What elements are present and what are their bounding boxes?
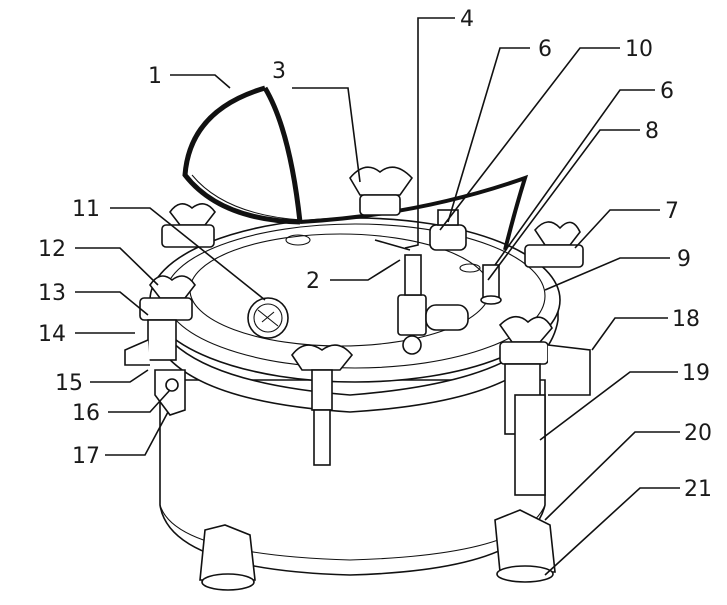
leader-16 xyxy=(108,389,171,413)
callout-1: 1 xyxy=(148,64,162,89)
callout-14: 14 xyxy=(38,322,66,347)
hinge-bracket-left xyxy=(154,369,186,416)
leader-2 xyxy=(330,259,401,281)
leader-12 xyxy=(75,247,159,286)
leg-rear-right xyxy=(514,394,546,496)
leader-21 xyxy=(544,487,680,576)
callout-2: 2 xyxy=(306,269,320,294)
callout-7: 7 xyxy=(665,199,679,224)
callout-labels: 1 2 3 4 6 10 6 8 7 9 11 12 13 14 15 16 1… xyxy=(38,7,712,502)
callout-17: 17 xyxy=(72,444,100,469)
leader-lines xyxy=(75,17,680,576)
tank-body xyxy=(149,217,561,576)
callout-3: 3 xyxy=(272,59,286,84)
regulator-valve xyxy=(374,239,469,355)
lid-port-holes xyxy=(285,234,481,273)
leader-4 xyxy=(404,17,455,249)
pressure-gauge xyxy=(247,297,289,339)
leader-18 xyxy=(591,317,668,351)
safety-valve xyxy=(429,209,467,251)
outlet-fitting xyxy=(480,264,502,305)
leader-9 xyxy=(544,257,670,291)
leader-7 xyxy=(574,209,660,249)
callout-6b: 6 xyxy=(660,79,674,104)
leg-front-right xyxy=(494,509,556,583)
leader-6b xyxy=(494,89,655,266)
leader-3 xyxy=(292,87,361,183)
leader-17 xyxy=(105,411,169,456)
wing-nut-clamp-left xyxy=(139,275,196,361)
leader-19 xyxy=(539,371,678,441)
callout-18: 18 xyxy=(672,307,700,332)
callout-10: 10 xyxy=(625,37,653,62)
callout-21: 21 xyxy=(684,477,712,502)
wing-nut-clamp-left-rear xyxy=(161,203,216,248)
leg-front-left xyxy=(199,524,256,591)
callout-6a: 6 xyxy=(538,37,552,62)
wing-nut-clamp-right-rear xyxy=(524,221,584,268)
leader-1 xyxy=(170,74,231,89)
handle-left xyxy=(124,339,150,366)
leader-11 xyxy=(110,207,266,301)
leader-6a xyxy=(447,47,530,223)
callout-4: 4 xyxy=(460,7,474,32)
wing-nut-clamp-top xyxy=(349,166,414,216)
callout-20: 20 xyxy=(684,421,712,446)
leader-15 xyxy=(90,369,149,383)
leader-10 xyxy=(439,47,620,231)
callout-19: 19 xyxy=(682,361,710,386)
leader-13 xyxy=(75,291,149,316)
callout-16: 16 xyxy=(72,401,100,426)
handle-right xyxy=(547,344,591,396)
leader-8 xyxy=(487,129,640,281)
hose-loop xyxy=(182,85,529,251)
leader-20 xyxy=(544,431,680,521)
callout-15: 15 xyxy=(55,371,83,396)
callout-9: 9 xyxy=(677,247,691,272)
callout-12: 12 xyxy=(38,237,66,262)
callout-13: 13 xyxy=(38,281,66,306)
wing-nut-clamp-front xyxy=(291,344,354,466)
callout-11: 11 xyxy=(72,197,100,222)
callout-8: 8 xyxy=(645,119,659,144)
